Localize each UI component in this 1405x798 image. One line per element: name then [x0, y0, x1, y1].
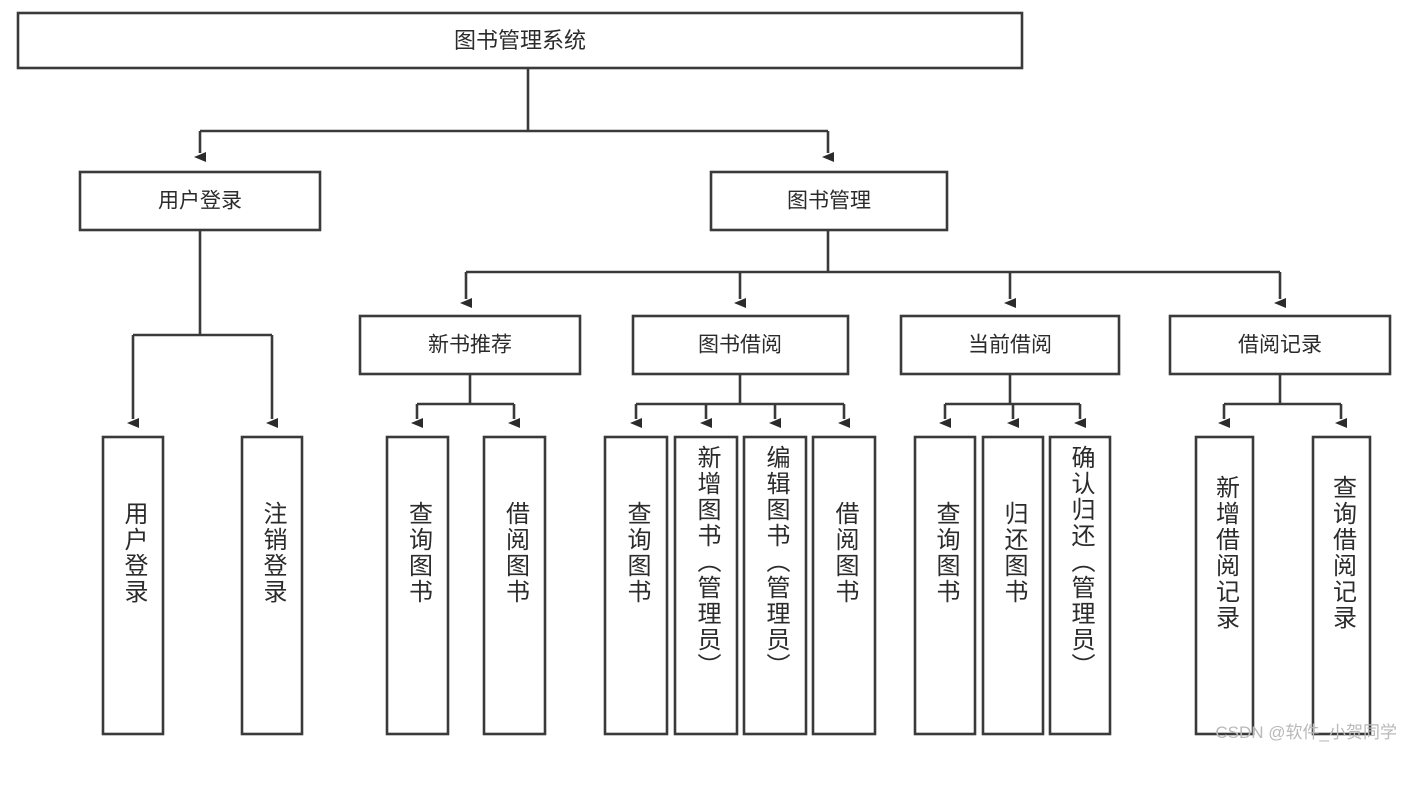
node-borrow-record-label: 借阅记录 [1238, 334, 1322, 357]
node-borrow-record-box[interactable] [1168, 314, 1392, 376]
node-leaf-add-record-box[interactable] [1194, 435, 1255, 736]
node-current-borrow-box[interactable] [899, 314, 1121, 376]
node-book-manage-label: 图书管理 [787, 190, 871, 213]
node-book-manage[interactable]: 图书管理 [709, 170, 949, 232]
node-leaf-query-record-box[interactable] [1311, 435, 1372, 736]
diagram-canvas: 图书管理系统 用户登录 图书管理 新书推荐 图书借阅 当前借阅 借阅记录 [16, 11, 1392, 736]
csdn-watermark: CSDN @软件_小贺同学 [1215, 723, 1397, 742]
node-new-book-recommend-box[interactable] [358, 314, 582, 376]
node-root[interactable]: 图书管理系统 [16, 11, 1024, 70]
node-leaf-logout-box[interactable] [240, 435, 304, 736]
node-book-borrow[interactable]: 图书借阅 [631, 314, 850, 376]
node-leaf-return-book-box[interactable] [981, 435, 1045, 736]
connector-group [127, 68, 1347, 428]
node-new-book-recommend[interactable]: 新书推荐 [358, 314, 582, 376]
node-new-book-recommend-label: 新书推荐 [428, 334, 512, 357]
node-book-borrow-label: 图书借阅 [698, 334, 782, 357]
node-user-login-label: 用户登录 [158, 190, 242, 213]
node-leaf-edit-book-box[interactable] [742, 435, 808, 736]
node-leaf-borrow-book-1-box[interactable] [482, 435, 547, 736]
node-current-borrow[interactable]: 当前借阅 [899, 314, 1121, 376]
node-book-borrow-box[interactable] [631, 314, 850, 376]
node-leaf-borrow-book-2-box[interactable] [811, 435, 877, 736]
node-leaf-query-book-3-box[interactable] [913, 435, 977, 736]
node-user-login-box[interactable] [78, 170, 322, 232]
node-borrow-record[interactable]: 借阅记录 [1168, 314, 1392, 376]
node-root-box[interactable] [16, 11, 1024, 70]
node-leaf-query-book-2-box[interactable] [603, 435, 669, 736]
leaf-box-group [101, 435, 1372, 736]
node-leaf-query-book-1-box[interactable] [385, 435, 450, 736]
node-root-label: 图书管理系统 [454, 28, 586, 53]
node-user-login[interactable]: 用户登录 [78, 170, 322, 232]
node-current-borrow-label: 当前借阅 [968, 334, 1052, 357]
node-book-manage-box[interactable] [709, 170, 949, 232]
node-leaf-user-login-box[interactable] [101, 435, 165, 736]
node-leaf-confirm-return-box[interactable] [1048, 435, 1112, 736]
node-leaf-add-book-box[interactable] [673, 435, 739, 736]
diagram-root: 图书管理系统 用户登录 图书管理 新书推荐 图书借阅 当前借阅 借阅记录 [16, 11, 1397, 742]
